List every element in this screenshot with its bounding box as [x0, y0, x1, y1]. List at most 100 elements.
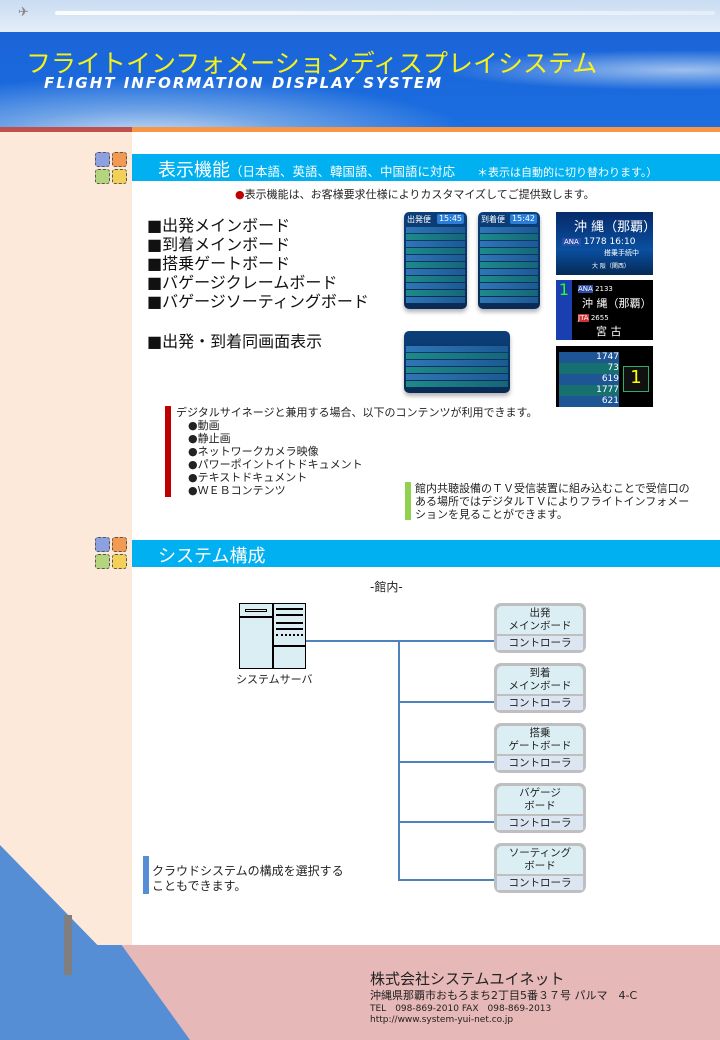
claim-board-image: 1 ANA 2133 沖 縄（那覇） JTA 2655 宮 古 — [556, 280, 653, 340]
board-node-label: メインボード — [508, 680, 572, 692]
board-node-label: ボード — [524, 860, 556, 872]
claim-flight: 2133 — [595, 285, 613, 293]
customize-note-text: 表示機能は、お客様要求仕様によりカスタマイズしてご提供致します。 — [244, 188, 595, 201]
feature-item-combined: ■出発・到着同画面表示 — [147, 332, 323, 351]
cloud-note-line: こともできます。 — [152, 879, 247, 893]
combined-board-image — [404, 331, 510, 393]
cloud-note-bar — [143, 856, 149, 894]
airplane-icon: ✈ — [18, 5, 29, 20]
arrival-board-image: 到着便 15:42 — [478, 212, 540, 309]
sorting-chute: 1 — [623, 366, 649, 392]
signage-item: ●ネットワークカメラ映像 — [188, 445, 319, 458]
claim-destination: 沖 縄（那覇） — [582, 297, 652, 310]
auto-switch-note: ＊表示は自動的に切り替わります。） — [477, 166, 658, 179]
cloud-note: クラウドシステムの構成を選択することもできます。 — [152, 864, 344, 894]
sorting-flight: 73 — [559, 363, 619, 374]
gate-destination: 沖 縄（那覇） — [574, 220, 653, 235]
connection-line — [398, 879, 494, 881]
controller-label: コントローラ — [497, 816, 583, 830]
signage-intro: デジタルサイネージと兼用する場合、以下のコンテンツが利用できます。 — [176, 406, 538, 419]
signage-item: ●テキストドキュメント — [188, 471, 308, 484]
connection-line — [398, 821, 494, 823]
board-node-label: バゲージ — [519, 787, 561, 799]
divider-red — [0, 127, 132, 132]
section-title: システム構成 — [158, 546, 266, 567]
header-banner — [0, 32, 720, 127]
sky-banner — [0, 0, 720, 32]
tv-note-line: ある場所ではデジタルＴＶによりフライトインフォメー — [415, 495, 690, 508]
sorting-flight: 1747 — [559, 352, 619, 363]
signage-item: ●ＷＥＢコンテンツ — [188, 484, 286, 497]
feature-item: ■出発メインボード — [147, 216, 291, 235]
board-node-sorting: ソーティングボードコントローラ — [494, 843, 586, 893]
left-column — [0, 132, 132, 945]
gate-next: 大 阪（関西） — [592, 263, 630, 270]
feature-item: ■バゲージクレームボード — [147, 273, 338, 292]
board-node-label: ソーティング — [508, 847, 572, 859]
gate-board-image: 沖 縄（那覇） ANA 1778 16:10 搭乗手続中 大 阪（関西） — [556, 212, 653, 275]
bullet-icon: ● — [235, 188, 245, 201]
signage-item: ●静止画 — [188, 432, 231, 445]
controller-label: コントローラ — [497, 636, 583, 650]
board-node-baggage: バゲージボードコントローラ — [494, 783, 586, 833]
section-title: 表示機能 — [158, 160, 230, 181]
section-header-display: 表示機能（日本語、英語、韓国語、中国語に対応 ＊表示は自動的に切り替わります。） — [132, 154, 720, 181]
title-japanese: フライトインフォメーションディスプレイシステム — [26, 49, 598, 78]
board-label: 出発便 — [407, 215, 431, 224]
company-name: 株式会社システムユイネット — [370, 970, 565, 988]
connection-line — [398, 761, 494, 763]
gate-time: 16:10 — [609, 237, 636, 247]
board-node-label: 到着 — [529, 667, 551, 679]
sorting-flight: 619 — [559, 374, 619, 385]
board-node-label: 出発 — [529, 607, 551, 619]
title-english: FLIGHT INFORMATION DISPLAY SYSTEM — [44, 74, 444, 92]
claim-destination: 宮 古 — [596, 325, 622, 338]
connection-line — [398, 701, 494, 703]
server-icon — [239, 603, 306, 669]
puzzle-icon — [95, 537, 127, 569]
connection-line — [306, 640, 494, 642]
tv-note-line: 館内共聴設備のＴＶ受信装置に組み込むことで受信口の — [415, 482, 690, 495]
departure-board-image: 出発便 15:45 — [404, 212, 467, 309]
tv-note-line: ションを見ることができます。 — [415, 508, 568, 521]
claim-belt-number: 1 — [556, 280, 572, 340]
board-time: 15:45 — [436, 214, 464, 224]
feature-item: ■搭乗ゲートボード — [147, 254, 291, 273]
feature-item: ■到着メインボード — [147, 235, 291, 254]
company-phone: TEL 098-869-2010 FAX 098-869-2013 — [370, 1004, 552, 1014]
contrail — [55, 11, 715, 15]
puzzle-icon — [95, 152, 127, 184]
board-node-arrival: 到着メインボードコントローラ — [494, 663, 586, 713]
signage-item: ●動画 — [188, 419, 220, 432]
section-header-system: システム構成 — [132, 540, 720, 567]
divider-orange — [132, 127, 720, 132]
sorting-flight: 621 — [559, 396, 619, 407]
feature-item: ■バゲージソーティングボード — [147, 292, 369, 311]
board-node-departure: 出発メインボードコントローラ — [494, 603, 586, 653]
claim-flight: 2655 — [590, 314, 609, 322]
tv-note-bar — [405, 482, 411, 520]
area-label: -館内- — [370, 580, 403, 594]
signage-item: ●パワーポイントイトドキュメント — [188, 458, 363, 471]
board-node-label: メインボード — [508, 620, 572, 632]
board-label: 到着便 — [481, 215, 505, 224]
controller-label: コントローラ — [497, 876, 583, 890]
company-address: 沖縄県那覇市おもろまち2丁目5番３７号 パルマ 4-C — [370, 989, 638, 1002]
sorting-flight: 1777 — [559, 385, 619, 396]
customize-note: ●表示機能は、お客様要求仕様によりカスタマイズしてご提供致します。 — [235, 186, 595, 202]
board-node-label: 搭乗 — [529, 727, 551, 739]
gate-flight: 1778 — [583, 237, 607, 247]
board-time: 15:42 — [509, 214, 537, 224]
controller-label: コントローラ — [497, 756, 583, 770]
board-node-label: ボード — [524, 800, 556, 812]
cloud-note-line: クラウドシステムの構成を選択する — [152, 864, 344, 878]
controller-label: コントローラ — [497, 696, 583, 710]
server-label: システムサーバ — [236, 673, 313, 686]
board-node-gate: 搭乗ゲートボードコントローラ — [494, 723, 586, 773]
sorting-board-image: 1747 73 619 1777 621 1 — [556, 346, 653, 407]
section-subtitle: （日本語、英語、韓国語、中国語に対応 — [230, 164, 456, 179]
gate-status: 搭乗手続中 — [604, 249, 639, 257]
signage-bar — [165, 406, 171, 497]
decor-edge — [64, 915, 72, 975]
company-url[interactable]: http://www.system-yui-net.co.jp — [370, 1015, 514, 1025]
